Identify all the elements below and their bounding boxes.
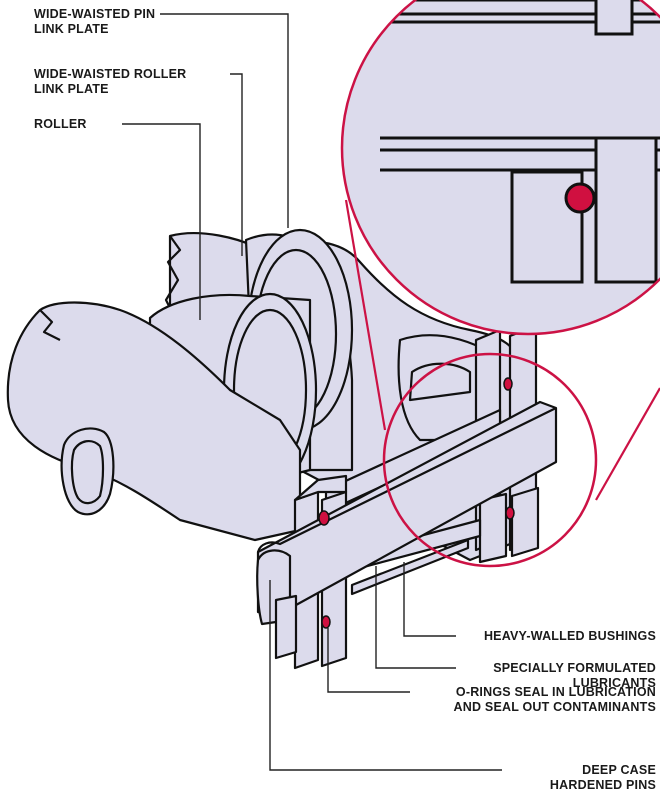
leader-orings: [327, 628, 410, 693]
oring-dot-1: [318, 510, 330, 526]
label-lubricants: SPECIALLY FORMULATED LUBRICANTS: [493, 661, 656, 691]
label-bushings-line1: HEAVY-WALLED BUSHINGS: [483, 629, 656, 643]
leader-pins: [269, 580, 502, 771]
label-orings-line1: O-RINGS SEAL IN LUBRICATION: [455, 685, 656, 699]
label-orings-line2: AND SEAL OUT CONTAMINANTS: [453, 700, 656, 714]
front-roller-plate: [6, 301, 302, 542]
rear-upright-3: [478, 492, 508, 564]
front-pin-plate: [256, 400, 558, 618]
leader-roller: [122, 123, 201, 320]
front-pin-plate-top: [256, 407, 557, 553]
oring-dot-3: [505, 506, 515, 520]
magnify-circle: [382, 352, 598, 568]
label-pin-link-plate-line1: WIDE-WAISTED PIN: [34, 7, 156, 21]
label-roller-link-plate-line2: LINK PLATE: [34, 82, 109, 96]
detail-callout: [340, 0, 660, 568]
label-roller-line1: ROLLER: [34, 117, 87, 131]
leader-pin-plate: [160, 13, 289, 228]
leader-lubricants: [375, 566, 456, 669]
front-plate-break: [39, 309, 61, 341]
label-roller-link-plate: WIDE-WAISTED ROLLER LINK PLATE: [34, 67, 186, 97]
detail-circle-outline: [340, 0, 660, 336]
label-pins-line1: DEEP CASE: [582, 763, 656, 777]
callout-line-right: [595, 387, 660, 501]
label-lubricants-line2: LUBRICANTS: [572, 676, 656, 690]
front-upright-top: [293, 474, 348, 502]
label-pins: DEEP CASE HARDENED PINS: [550, 763, 656, 793]
leader-roller-plate: [230, 73, 243, 256]
label-pin-link-plate-line2: LINK PLATE: [34, 22, 109, 36]
oring-dot-2: [503, 377, 513, 391]
detail-lower-block-2: [594, 136, 658, 284]
leader-bushings: [403, 562, 456, 637]
label-roller: ROLLER: [34, 117, 87, 132]
label-pins-line2: HARDENED PINS: [549, 778, 656, 792]
label-bushings: HEAVY-WALLED BUSHINGS: [484, 629, 656, 644]
pin-end-left-face: [70, 440, 105, 505]
detail-oring: [564, 182, 596, 214]
label-roller-link-plate-line1: WIDE-WAISTED ROLLER: [34, 67, 187, 81]
label-orings: O-RINGS SEAL IN LUBRICATION AND SEAL OUT…: [454, 685, 656, 715]
oring-dot-4: [321, 615, 331, 629]
front-bottom-block: [274, 594, 298, 660]
rear-upright-4: [510, 486, 540, 558]
callout-line-left: [344, 199, 387, 431]
label-lubricants-line1: SPECIALLY FORMULATED: [493, 661, 656, 675]
right-roller-inner: [408, 362, 472, 402]
detail-upper-block: [594, 0, 634, 36]
leader-lines: [122, 13, 502, 771]
label-pin-link-plate: WIDE-WAISTED PIN LINK PLATE: [34, 7, 155, 37]
